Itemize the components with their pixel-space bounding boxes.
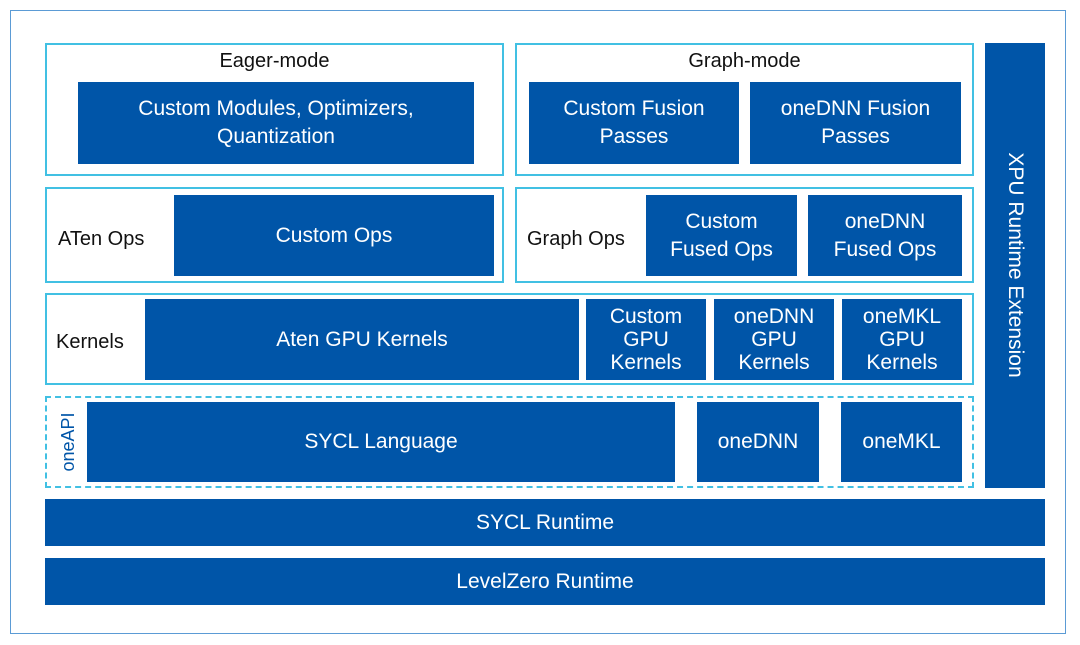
custom-fusion-passes-label: Custom Fusion Passes: [563, 97, 705, 148]
onemkl-gpu-kernels-block: oneMKL GPU Kernels: [842, 299, 962, 380]
onednn-label: oneDNN: [717, 430, 799, 453]
sycl-language-block: SYCL Language: [87, 402, 675, 482]
onemkl-gpu-kernels-label: oneMKL GPU Kernels: [862, 305, 942, 374]
custom-gpu-kernels-label: Custom GPU Kernels: [609, 305, 683, 374]
custom-gpu-kernels-block: Custom GPU Kernels: [586, 299, 706, 380]
onednn-gpu-kernels-label: oneDNN GPU Kernels: [733, 305, 815, 374]
onednn-fused-ops-label: oneDNN Fused Ops: [833, 209, 937, 261]
onednn-gpu-kernels-block: oneDNN GPU Kernels: [714, 299, 834, 380]
custom-ops-label: Custom Ops: [275, 223, 393, 247]
custom-fusion-passes-block: Custom Fusion Passes: [529, 82, 739, 164]
custom-modules-label: Custom Modules, Optimizers, Quantization: [138, 97, 414, 148]
eager-mode-title: Eager-mode: [219, 50, 330, 72]
aten-gpu-kernels-block: Aten GPU Kernels: [145, 299, 579, 380]
aten-ops-label: ATen Ops: [58, 228, 145, 250]
oneapi-label: oneAPI: [58, 412, 78, 472]
onednn-fusion-passes-block: oneDNN Fusion Passes: [750, 82, 961, 164]
levelzero-runtime-block: LevelZero Runtime: [45, 558, 1045, 605]
graph-ops-label: Graph Ops: [527, 228, 625, 250]
graph-mode-title: Graph-mode: [688, 50, 801, 72]
onednn-fusion-passes-label: oneDNN Fusion Passes: [780, 97, 931, 148]
onemkl-block: oneMKL: [841, 402, 962, 482]
onemkl-label: oneMKL: [862, 430, 941, 453]
sycl-runtime-block: SYCL Runtime: [45, 499, 1045, 546]
sycl-language-label: SYCL Language: [304, 430, 458, 453]
xpu-runtime-extension-block: [985, 43, 1045, 488]
onednn-block: oneDNN: [697, 402, 819, 482]
sycl-runtime-label: SYCL Runtime: [475, 510, 615, 534]
custom-fused-ops-label: Custom Fused Ops: [670, 209, 773, 261]
custom-ops-block: Custom Ops: [174, 195, 494, 276]
custom-fused-ops-block: Custom Fused Ops: [646, 195, 797, 276]
kernels-label: Kernels: [56, 331, 124, 353]
xpu-runtime-extension-label: XPU Runtime Extension: [1004, 152, 1027, 378]
custom-modules-block: Custom Modules, Optimizers, Quantization: [78, 82, 474, 164]
aten-gpu-kernels-label: Aten GPU Kernels: [276, 327, 448, 351]
onednn-fused-ops-block: oneDNN Fused Ops: [808, 195, 962, 276]
levelzero-runtime-label: LevelZero Runtime: [456, 569, 634, 593]
